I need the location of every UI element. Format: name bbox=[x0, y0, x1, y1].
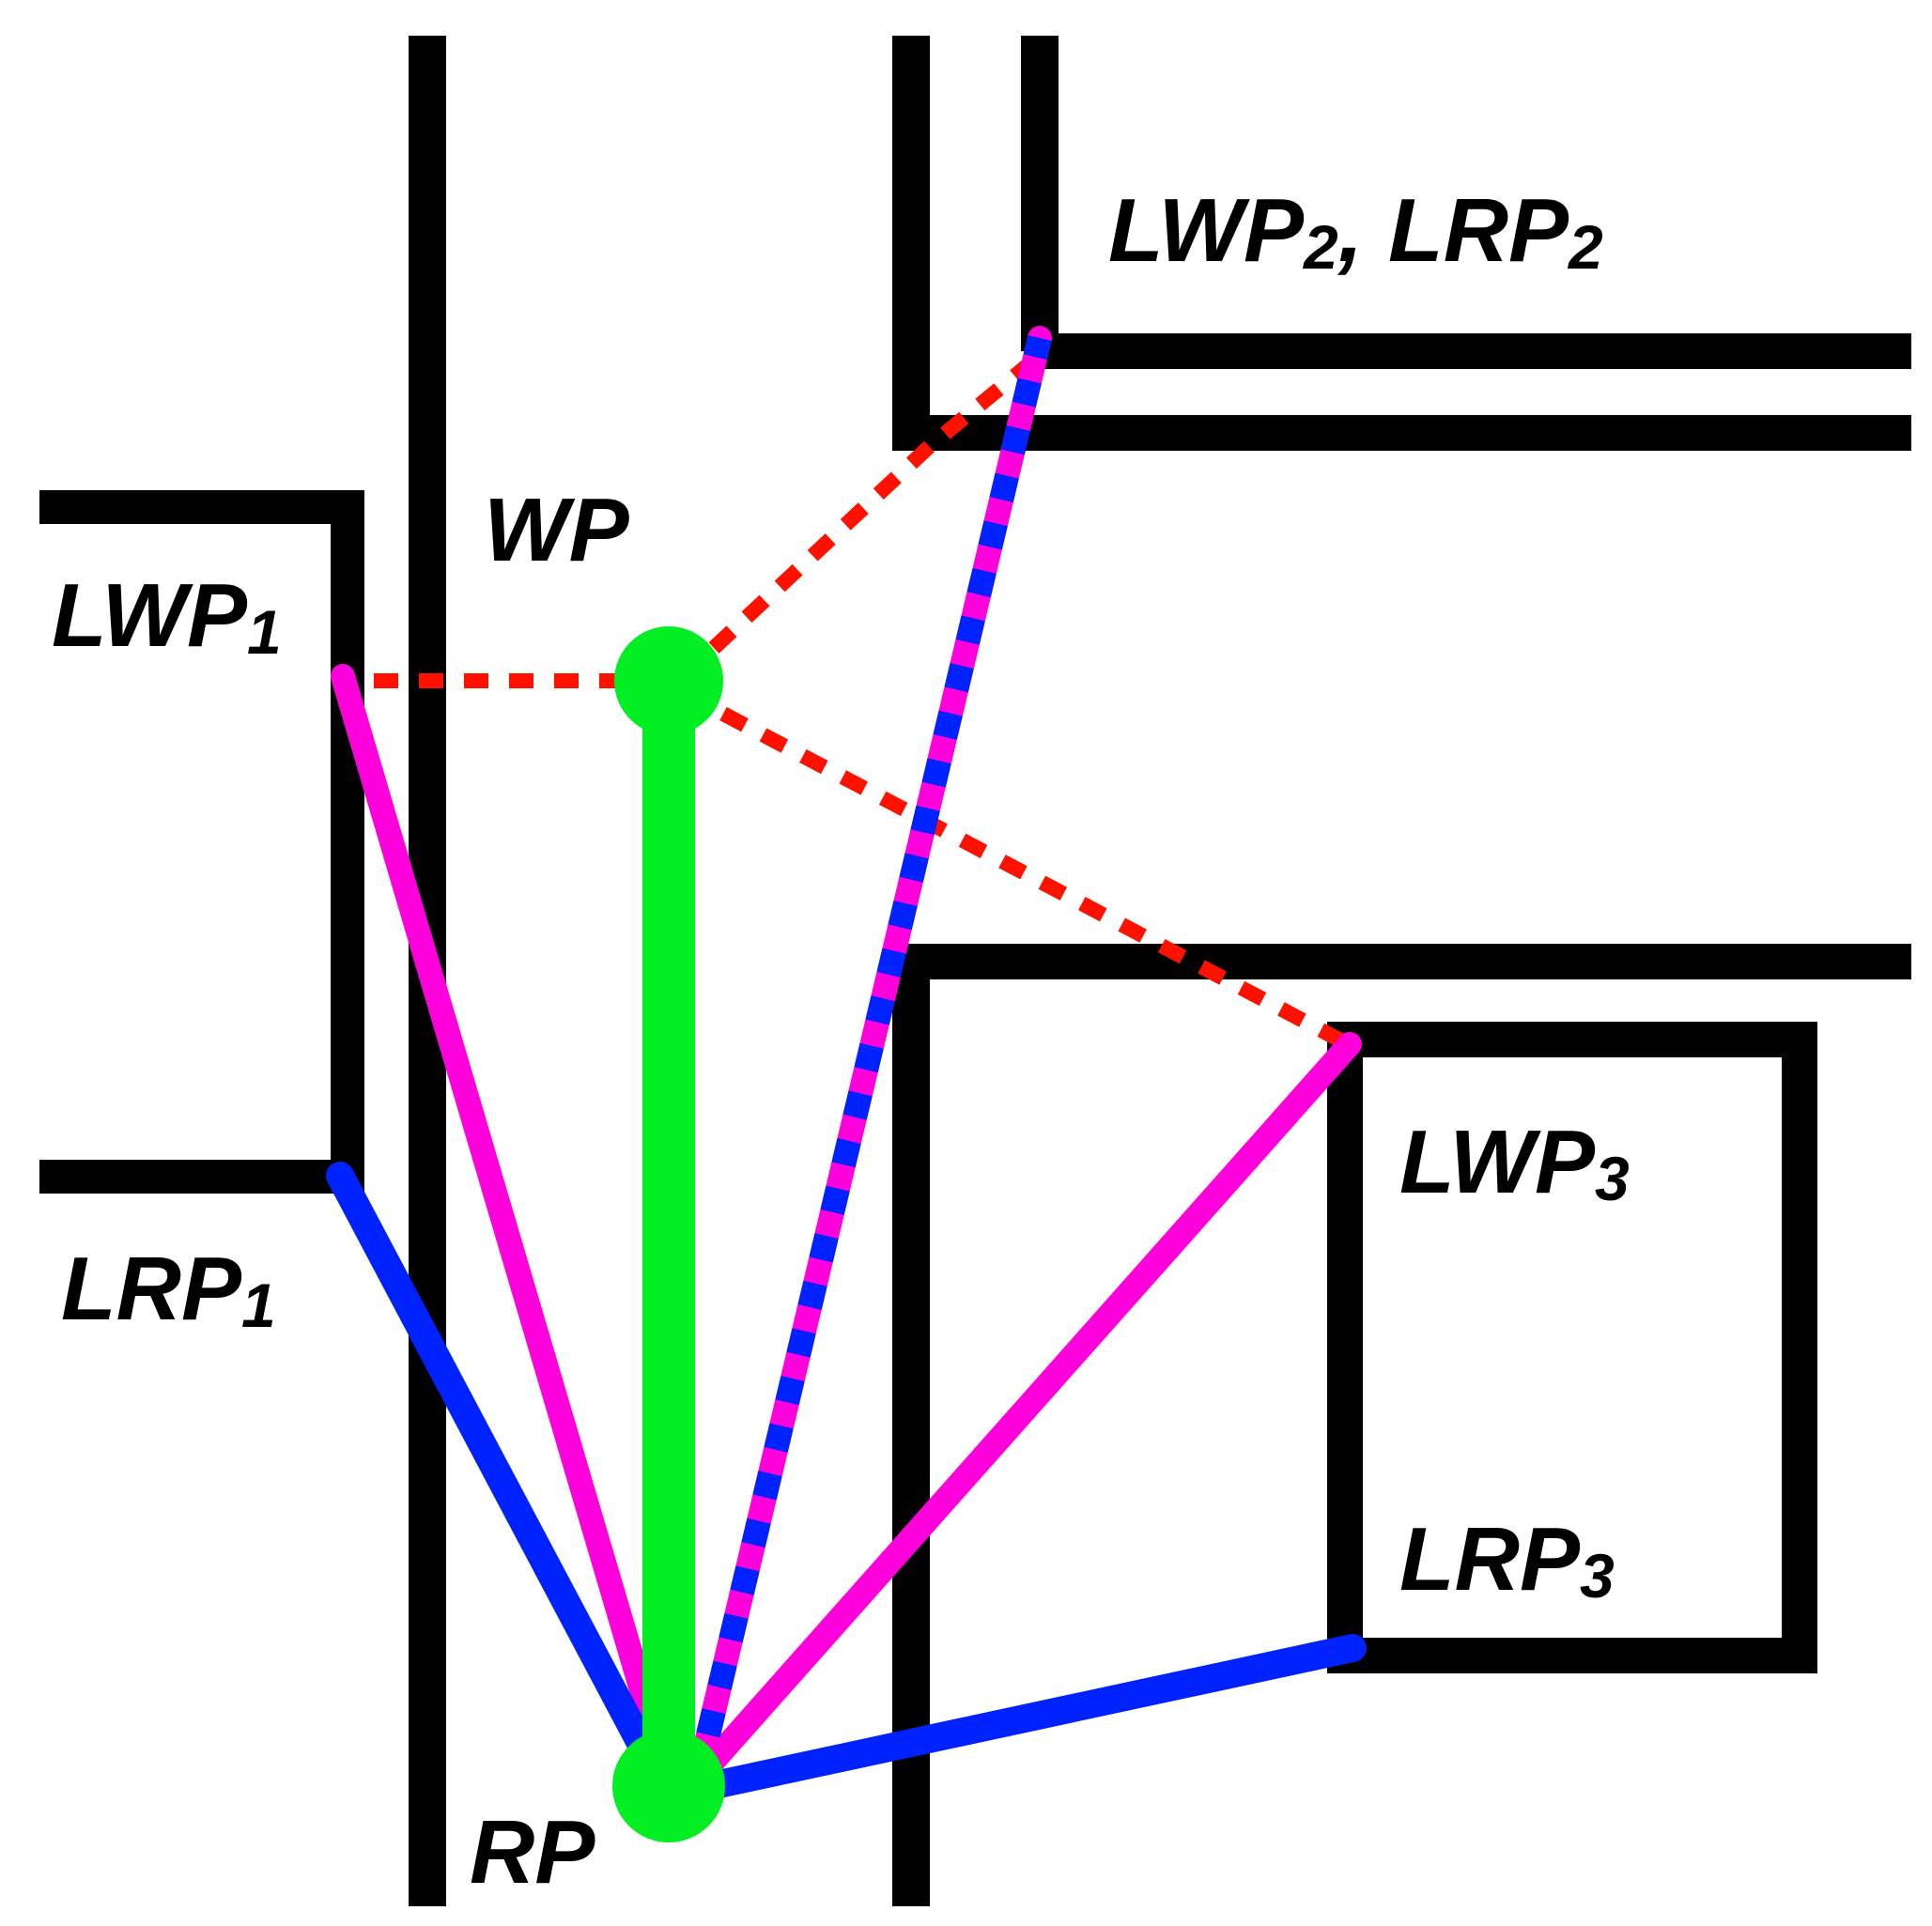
room3-wall bbox=[1327, 1022, 1817, 1673]
label-wp: WP bbox=[484, 480, 630, 580]
wp-lwp2-link bbox=[708, 350, 1043, 654]
wp-point bbox=[614, 626, 723, 735]
room1-wall bbox=[39, 490, 364, 1194]
reference-points bbox=[612, 626, 725, 1842]
label-lwp3: LWP3 bbox=[1399, 1112, 1630, 1213]
label-lrp3: LRP3 bbox=[1399, 1509, 1615, 1610]
rp-lrp2-line-dashes bbox=[685, 334, 1052, 1786]
wp-lwp3-link bbox=[719, 706, 1352, 1052]
label-rp: RP bbox=[470, 1802, 595, 1903]
walls bbox=[39, 36, 1911, 1906]
lrp-lines bbox=[326, 334, 1367, 1803]
labels: WP RP LWP1 LRP1 LWP2, LRP2 LWP3 LRP3 bbox=[52, 180, 1630, 1903]
rp-lwp3-line bbox=[685, 1032, 1362, 1792]
label-lrp1: LRP1 bbox=[61, 1239, 276, 1340]
label-lwp2-lrp2: LWP2, LRP2 bbox=[1108, 180, 1603, 282]
rp-lwp1-line bbox=[331, 664, 681, 1795]
rp-point bbox=[612, 1730, 725, 1842]
rp-lrp3-line bbox=[683, 1634, 1367, 1803]
rp-lrp1-line bbox=[326, 1162, 672, 1789]
label-lwp1: LWP1 bbox=[52, 565, 282, 667]
wp-links bbox=[340, 350, 1352, 1052]
